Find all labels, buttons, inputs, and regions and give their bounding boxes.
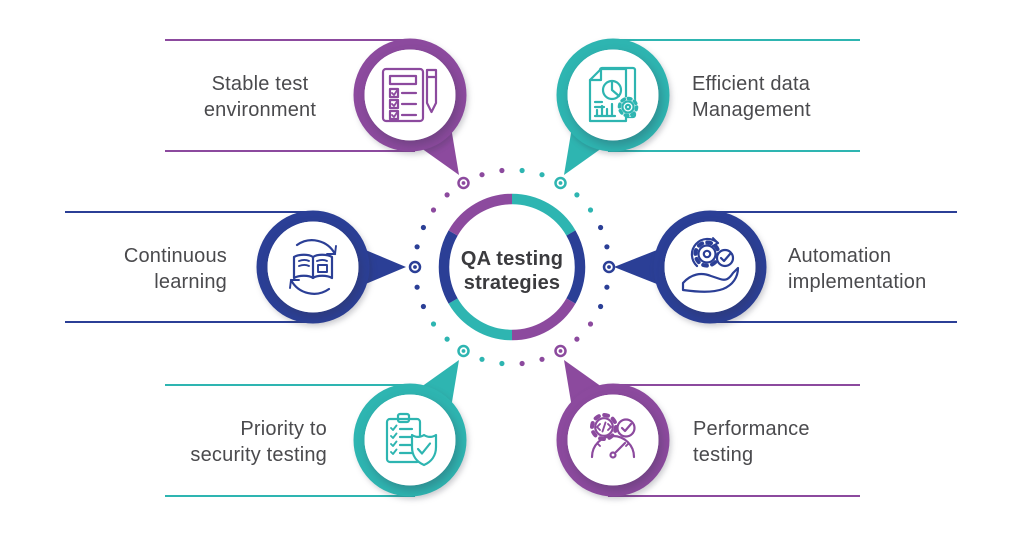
connector-lines <box>65 39 957 497</box>
ring-dot <box>414 244 420 250</box>
ring-dot <box>499 167 505 174</box>
bubble-stable-test-environment <box>353 38 467 175</box>
label-line: Stable test <box>211 73 309 95</box>
hub-ring <box>438 193 586 341</box>
data-report-gear-icon <box>588 66 639 123</box>
ring-dot <box>420 303 426 310</box>
label-line: Continuous <box>123 245 227 267</box>
label-line: environment <box>203 99 317 121</box>
clipboard-shield-icon <box>385 412 438 467</box>
bubble-inner-circle <box>364 49 456 141</box>
hub-ring-segment <box>448 298 513 341</box>
label-line: testing <box>693 444 754 466</box>
ring-bullseye <box>408 260 422 274</box>
gauge-gear-check-icon <box>590 413 636 459</box>
ring-dot <box>598 224 604 231</box>
ring-dot <box>539 356 545 362</box>
bubble-automation-implementation <box>614 210 767 324</box>
hub-title-line: strategies <box>463 272 561 294</box>
hand-gear-check-icon <box>681 237 740 293</box>
label-line: learning <box>154 271 227 293</box>
hub-ring-segment <box>448 193 513 236</box>
label-performance-testing: Performance testing <box>693 416 913 468</box>
bubble-continuous-learning <box>256 210 406 324</box>
bubble-inner-circle <box>364 394 456 486</box>
bubble-performance-testing <box>556 360 670 497</box>
ring-dot <box>414 284 420 290</box>
ring-dot <box>519 167 525 174</box>
ring-bullseye <box>461 349 466 353</box>
ring-bullseye <box>554 344 567 358</box>
label-line: Efficient data <box>692 73 811 95</box>
label-line: implementation <box>788 271 927 293</box>
ring-dot <box>479 356 485 362</box>
hub-title-line: QA testing <box>460 248 564 270</box>
hub-ring-segment <box>566 230 586 304</box>
ring-bullseye <box>457 176 470 190</box>
bubble-inner-circle <box>567 394 659 486</box>
hub-title: QA testing strategies <box>412 247 612 295</box>
ring-dot <box>574 336 580 342</box>
bubble-priority-security-testing <box>353 360 467 497</box>
ring-dot <box>604 284 610 290</box>
bubble-inner-circle <box>664 221 756 313</box>
ring-bullseye <box>558 181 563 185</box>
ring-dot <box>604 244 610 250</box>
ring-dot <box>519 360 525 367</box>
ring-dot <box>598 303 604 310</box>
ring-dot <box>430 207 437 213</box>
ring-bullseye <box>607 265 611 269</box>
ring-dot <box>420 224 426 231</box>
label-automation-implementation: Automation implementation <box>788 243 1008 295</box>
ring-bullseye <box>554 176 567 190</box>
label-line: Priority to <box>240 418 327 440</box>
hub-ring-segment <box>438 230 458 304</box>
ring-dot <box>430 321 437 327</box>
ring-dot <box>444 336 450 342</box>
ring-dot <box>539 172 545 178</box>
hub-ring-segment <box>511 193 576 236</box>
ring-dot <box>587 321 594 327</box>
label-efficient-data-management: Efficient data Management <box>692 71 912 123</box>
label-priority-security-testing: Priority to security testing <box>127 416 327 468</box>
bubble-tail <box>614 246 667 288</box>
ring-bullseye <box>461 181 466 185</box>
label-line: security testing <box>190 444 327 466</box>
checklist-pencil-icon <box>381 67 438 123</box>
hub-ring-segment <box>511 298 576 341</box>
label-stable-test-environment: Stable test environment <box>160 71 360 123</box>
bubble-efficient-data-management <box>556 38 670 175</box>
ring-bullseye <box>558 349 563 353</box>
label-line: Management <box>692 99 811 121</box>
ring-bullseye <box>413 265 417 269</box>
label-continuous-learning: Continuous learning <box>27 243 227 295</box>
label-line: Automation <box>788 245 892 267</box>
ring-dot <box>444 192 450 198</box>
label-line: Performance <box>693 418 810 440</box>
ring-dot <box>574 192 580 198</box>
ring-dot <box>479 172 485 178</box>
ring-dot <box>587 207 594 213</box>
book-refresh-icon <box>289 239 337 295</box>
ring-bullseye <box>457 344 470 358</box>
ring-dot <box>499 360 505 367</box>
